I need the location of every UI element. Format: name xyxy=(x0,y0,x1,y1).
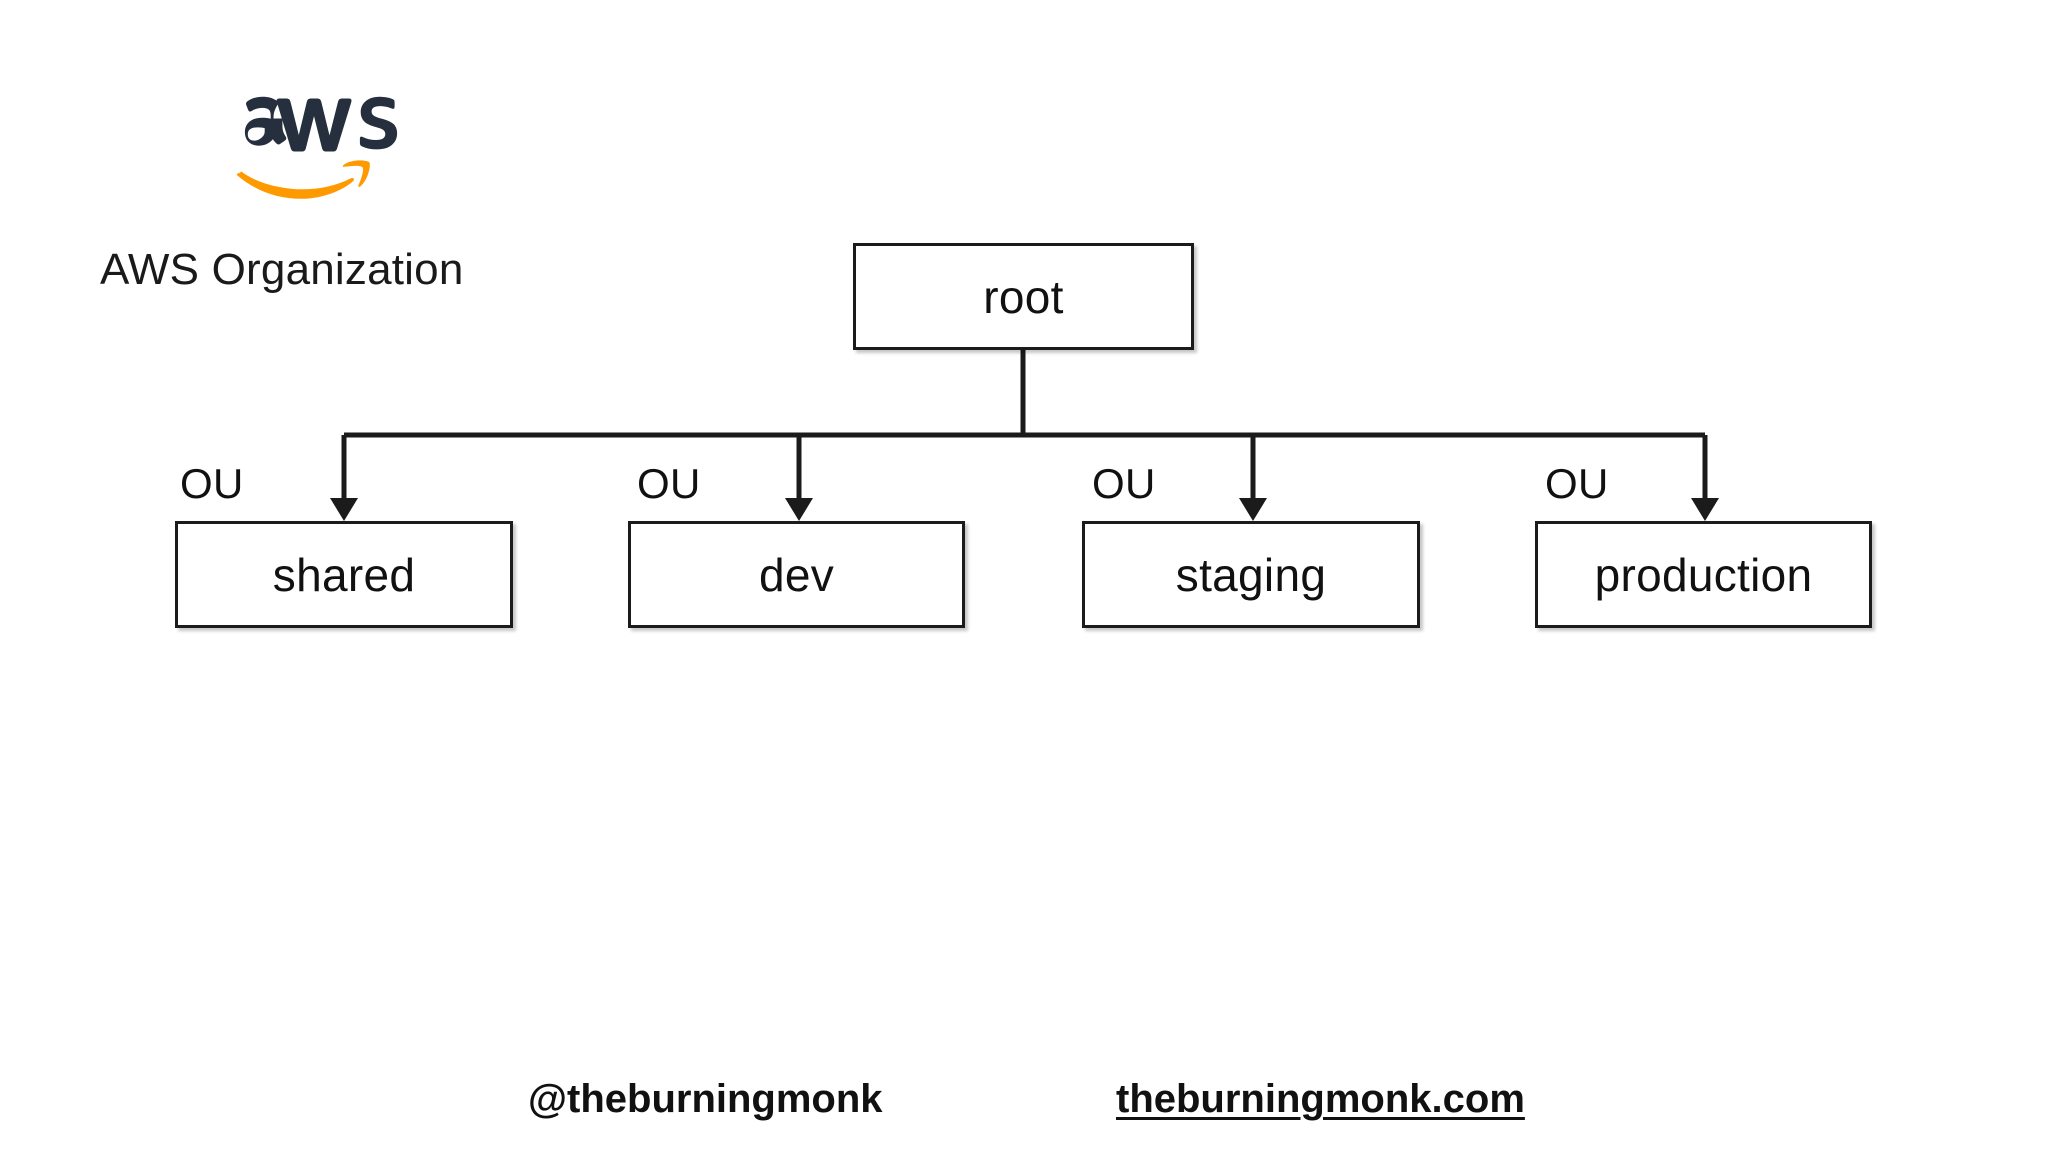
amazon-smile-swoosh-icon xyxy=(236,160,370,199)
arrowhead-dev xyxy=(785,498,813,521)
node-shared[interactable]: shared xyxy=(175,521,513,628)
node-root-label: root xyxy=(983,270,1064,323)
node-shared-label: shared xyxy=(272,548,416,601)
node-dev[interactable]: dev xyxy=(628,521,965,628)
node-production[interactable]: production xyxy=(1535,521,1872,628)
aws-logo xyxy=(232,72,462,212)
arrowhead-shared xyxy=(330,498,358,521)
node-dev-label: dev xyxy=(758,548,835,601)
arrowhead-staging xyxy=(1239,498,1267,521)
ou-tag-staging: OU xyxy=(1092,460,1156,507)
node-staging-label: staging xyxy=(1175,548,1327,601)
ou-tag-production: OU xyxy=(1545,460,1609,507)
ou-tag-shared: OU xyxy=(180,460,244,507)
ou-tag-dev: OU xyxy=(637,460,701,507)
arrowhead-production xyxy=(1691,498,1719,521)
footer-handle: @theburningmonk xyxy=(528,1077,883,1121)
node-root[interactable]: root xyxy=(853,243,1194,350)
footer-website-link[interactable]: theburningmonk.com xyxy=(1116,1077,1525,1121)
node-staging[interactable]: staging xyxy=(1082,521,1420,628)
aws-wordmark-icon xyxy=(244,96,398,152)
node-production-label: production xyxy=(1594,548,1813,601)
aws-organization-caption: AWS Organization xyxy=(100,245,464,294)
